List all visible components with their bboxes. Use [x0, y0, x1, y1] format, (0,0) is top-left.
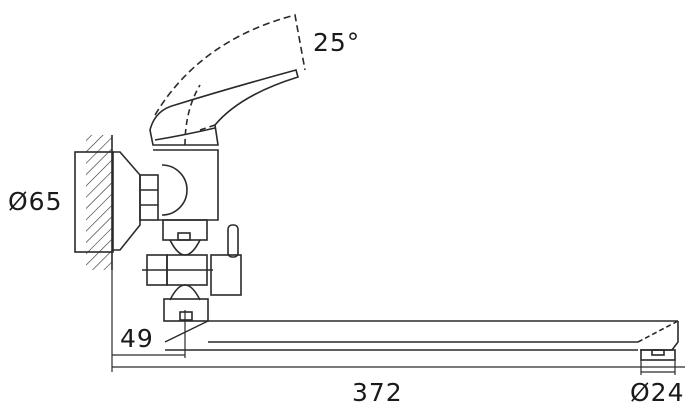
lever-angle-label: 25° — [313, 28, 361, 57]
flange-diameter-label: Ø65 — [8, 187, 63, 216]
wall-hatch — [86, 135, 112, 270]
aerator-diameter-label: Ø24 — [630, 378, 685, 407]
wall-offset-label: 49 — [120, 324, 154, 353]
spout-length-label: 372 — [352, 378, 403, 407]
